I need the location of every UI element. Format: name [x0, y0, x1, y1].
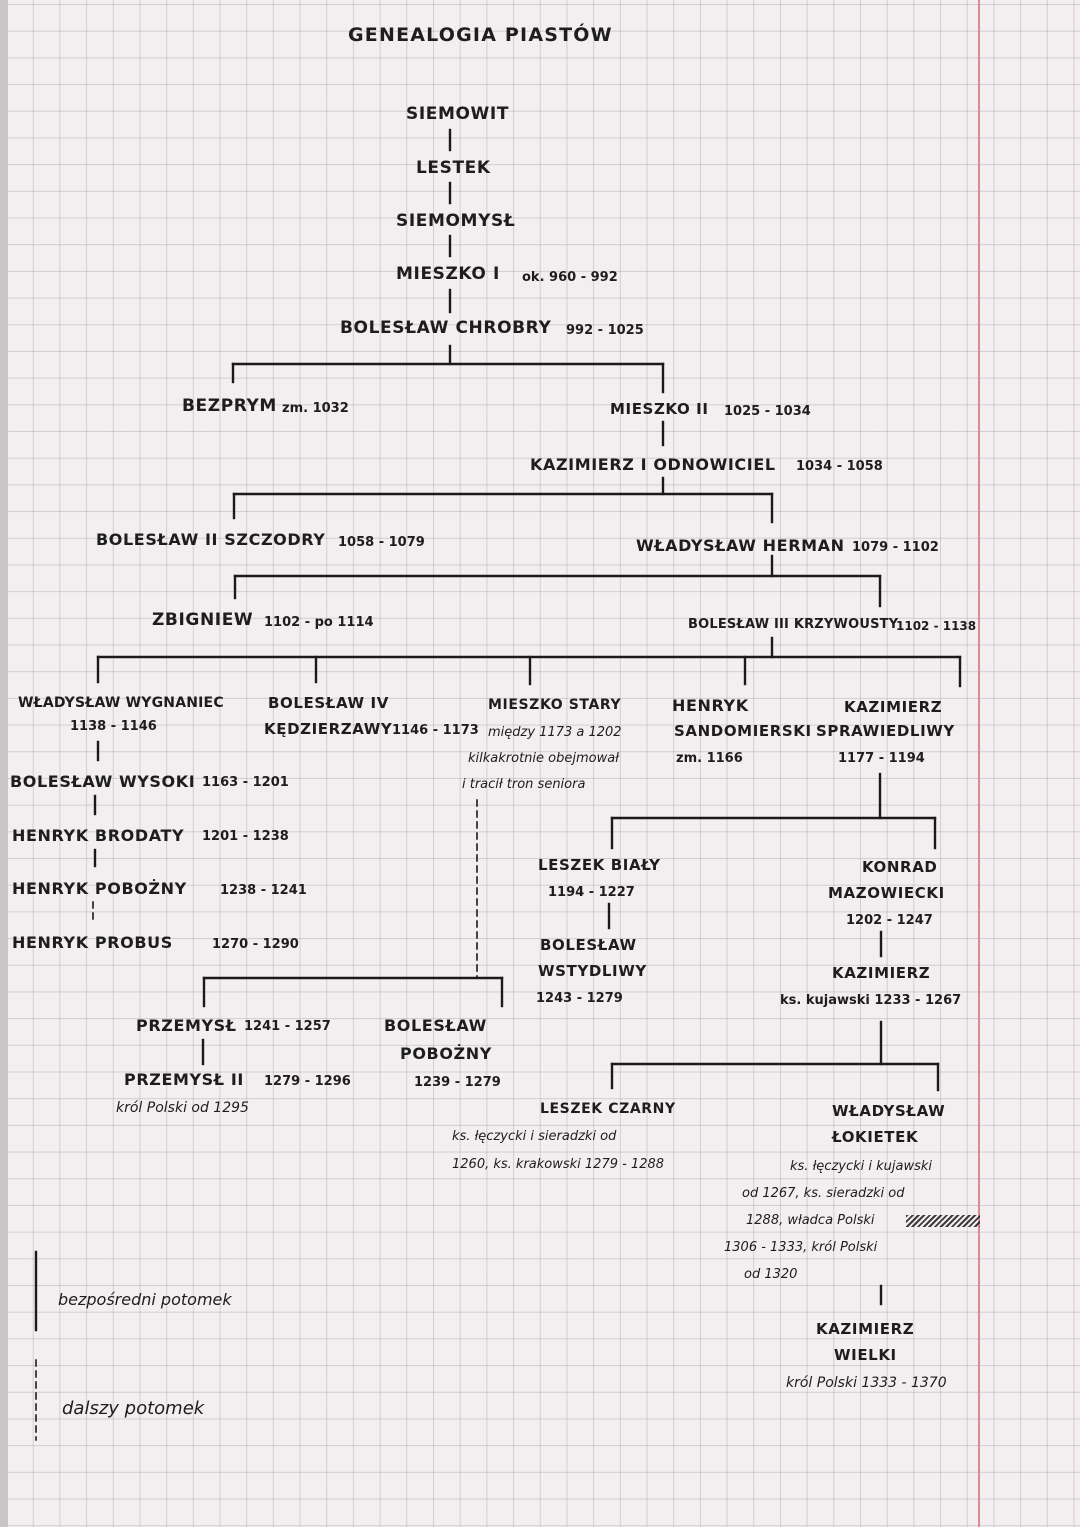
dates-henryk-sandomierski: zm. 1166	[676, 751, 743, 766]
dates-henryk-pobozny: 1238 - 1241	[220, 883, 307, 898]
person-siemowit: SIEMOWIT	[406, 104, 510, 124]
dates-henryk-probus: 1270 - 1290	[212, 937, 299, 952]
person-zbigniew: ZBIGNIEW	[152, 610, 254, 630]
dates-boleslaw-szczodry: 1058 - 1079	[338, 535, 425, 550]
legend-further-label: dalszy potomek	[62, 1398, 205, 1419]
note-lokietek-3: 1288, władca Polski	[746, 1213, 875, 1228]
person-boleslaw-pobozny-1: BOLESŁAW	[384, 1016, 487, 1035]
note-lokietek-2: od 1267, ks. sieradzki od	[742, 1186, 905, 1201]
person-wladyslaw-wygnaniec: WŁADYSŁAW WYGNANIEC	[18, 695, 224, 711]
person-przemysl2: PRZEMYSŁ II	[124, 1070, 244, 1089]
dates-wladyslaw-wygnaniec: 1138 - 1146	[70, 719, 157, 734]
dates-leszek-bialy: 1194 - 1227	[548, 885, 635, 900]
person-wladyslaw-herman: WŁADYSŁAW HERMAN	[636, 536, 845, 555]
dates-boleslaw-kedzierzawy: 1146 - 1173	[392, 723, 479, 738]
person-henryk-sandomierski-1: HENRYK	[672, 696, 749, 715]
legend-direct-label: bezpośredni potomek	[58, 1290, 232, 1309]
person-krzywousty: BOLESŁAW III KRZYWOUSTY	[688, 617, 899, 632]
note-mieszko-stary-1: między 1173 a 1202	[488, 725, 622, 740]
dates-boleslaw-chrobry: 992 - 1025	[566, 323, 644, 338]
person-boleslaw-wstydliwy-2: WSTYDLIWY	[538, 962, 647, 980]
note-mieszko-stary-2: kilkakrotnie obejmował	[468, 751, 619, 766]
person-boleslaw-kedzierzawy-1: BOLESŁAW IV	[268, 694, 389, 712]
dates-zbigniew: 1102 - po 1114	[264, 615, 374, 630]
person-boleslaw-chrobry: BOLESŁAW CHROBRY	[340, 318, 552, 338]
dates-mieszko2: 1025 - 1034	[724, 404, 811, 419]
person-boleslaw-wstydliwy-1: BOLESŁAW	[540, 936, 637, 954]
dates-kazimierz-sprawiedliwy: 1177 - 1194	[838, 751, 925, 766]
person-boleslaw-pobozny-2: POBOŻNY	[400, 1044, 492, 1063]
note-kazimierz-kujawski: ks. kujawski 1233 - 1267	[780, 993, 962, 1008]
dates-przemysl2: 1279 - 1296	[264, 1074, 351, 1089]
dates-boleslaw-wysoki: 1163 - 1201	[202, 775, 289, 790]
person-mieszko2: MIESZKO II	[610, 400, 709, 418]
person-mieszko-stary: MIESZKO STARY	[488, 697, 622, 713]
person-kazimierz-sprawiedliwy-1: KAZIMIERZ	[844, 698, 943, 716]
note-przemysl2: król Polski od 1295	[116, 1100, 249, 1116]
person-konrad-2: MAZOWIECKI	[828, 884, 945, 902]
page-title: GENEALOGIA PIASTÓW	[348, 24, 613, 46]
note-mieszko-stary-3: i tracił tron seniora	[462, 777, 586, 792]
dates-kazimierz-odnowiciel: 1034 - 1058	[796, 459, 883, 474]
page-edge-shadow	[0, 0, 8, 1527]
dates-boleslaw-wstydliwy: 1243 - 1279	[536, 991, 623, 1006]
person-siemomysl: SIEMOMYSŁ	[396, 211, 516, 231]
dates-henryk-brodaty: 1201 - 1238	[202, 829, 289, 844]
note-lokietek-1: ks. łęczycki i kujawski	[790, 1159, 933, 1174]
note-kazimierz-wielki: król Polski 1333 - 1370	[786, 1375, 947, 1391]
note-leszek-czarny-2: 1260, ks. krakowski 1279 - 1288	[452, 1157, 665, 1172]
person-kazimierz-sprawiedliwy-2: SPRAWIEDLIWY	[816, 722, 955, 740]
dates-boleslaw-pobozny: 1239 - 1279	[414, 1075, 501, 1090]
margin-line	[978, 0, 980, 1527]
person-lestek: LESTEK	[416, 158, 491, 178]
person-kazimierz-odnowiciel: KAZIMIERZ I ODNOWICIEL	[530, 455, 776, 474]
dates-konrad: 1202 - 1247	[846, 913, 933, 928]
person-bezprym: BEZPRYM	[182, 396, 277, 416]
person-henryk-brodaty: HENRYK BRODATY	[12, 826, 185, 845]
person-konrad-1: KONRAD	[862, 858, 938, 876]
person-przemysl1: PRZEMYSŁ	[136, 1016, 237, 1035]
note-lokietek-5: od 1320	[744, 1267, 798, 1282]
person-leszek-czarny: LESZEK CZARNY	[540, 1101, 676, 1117]
person-boleslaw-kedzierzawy-2: KĘDZIERZAWY	[264, 720, 393, 738]
scribble-mark	[906, 1215, 980, 1227]
person-leszek-bialy: LESZEK BIAŁY	[538, 856, 661, 874]
dates-mieszko1: ok. 960 - 992	[522, 270, 618, 285]
dates-bezprym: zm. 1032	[282, 401, 349, 416]
person-kazimierz-kujawski: KAZIMIERZ	[832, 964, 931, 982]
dates-krzywousty: 1102 - 1138	[896, 619, 977, 633]
dates-wladyslaw-herman: 1079 - 1102	[852, 540, 939, 555]
person-lokietek-2: ŁOKIETEK	[832, 1128, 919, 1146]
person-mieszko1: MIESZKO I	[396, 264, 500, 284]
person-boleslaw-szczodry: BOLESŁAW II SZCZODRY	[96, 530, 326, 549]
person-henryk-pobozny: HENRYK POBOŻNY	[12, 879, 187, 898]
person-kazimierz-wielki-2: WIELKI	[834, 1346, 897, 1364]
note-lokietek-4: 1306 - 1333, król Polski	[724, 1240, 878, 1255]
note-leszek-czarny-1: ks. łęczycki i sieradzki od	[452, 1129, 617, 1144]
dates-przemysl1: 1241 - 1257	[244, 1019, 331, 1034]
person-boleslaw-wysoki: BOLESŁAW WYSOKI	[10, 772, 196, 791]
person-henryk-probus: HENRYK PROBUS	[12, 933, 173, 952]
person-lokietek-1: WŁADYSŁAW	[832, 1102, 946, 1120]
person-kazimierz-wielki-1: KAZIMIERZ	[816, 1320, 915, 1338]
person-henryk-sandomierski-2: SANDOMIERSKI	[674, 722, 812, 740]
